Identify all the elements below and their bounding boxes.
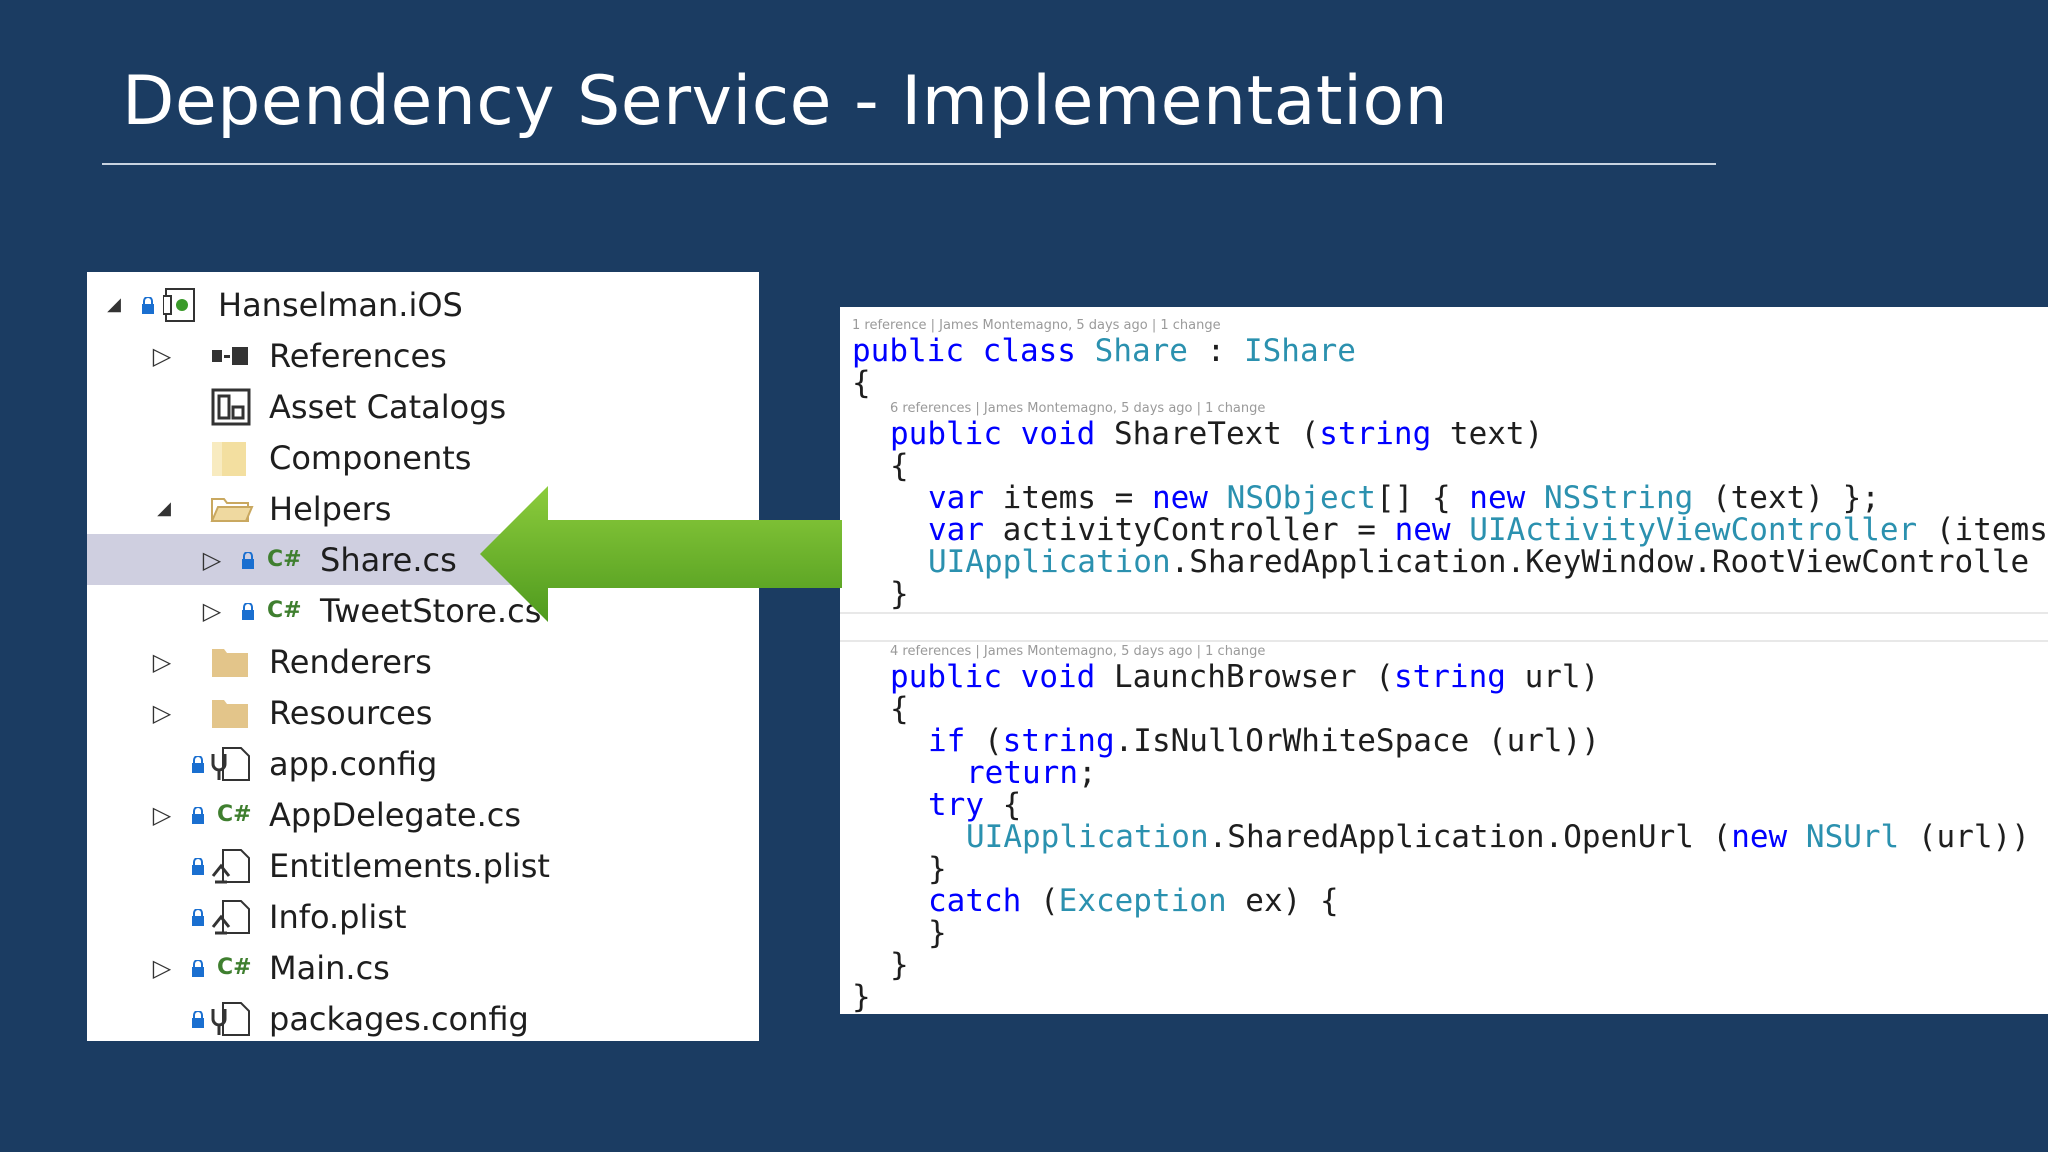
code-line: if (string.IsNullOrWhiteSpace (url)) [928, 723, 1600, 759]
tree-item-packages-config[interactable]: packages.config [87, 993, 759, 1041]
code-editor: 1 reference | James Montemagno, 5 days a… [840, 307, 2048, 1014]
folder-icon [210, 438, 250, 478]
collapse-arrow-icon[interactable]: ◢ [157, 497, 171, 519]
expand-arrow-icon[interactable]: ▷ [152, 698, 172, 727]
code-line: return; [966, 755, 1097, 791]
tree-item-components[interactable]: Components [87, 432, 759, 483]
csharp-file-icon: C# [267, 598, 302, 623]
title-divider [102, 163, 1716, 165]
expand-arrow-icon[interactable]: ▷ [152, 800, 172, 829]
code-line: catch (Exception ex) { [928, 883, 1339, 919]
code-line: UIApplication.SharedApplication.OpenUrl … [966, 819, 2030, 855]
lock-icon [141, 297, 155, 315]
pointer-arrow-icon [480, 486, 842, 622]
code-line: UIApplication.SharedApplication.KeyWindo… [928, 544, 2030, 580]
tree-item-label: Components [269, 438, 472, 477]
lock-icon [191, 858, 205, 876]
tree-item-resources[interactable]: ▷ Resources [87, 687, 759, 738]
tree-item-references[interactable]: ▷ References [87, 330, 759, 381]
plist-file-icon [209, 846, 253, 886]
code-line: var items = new NSObject[] { new NSStrin… [928, 480, 1880, 516]
tree-item-label: Info.plist [269, 897, 407, 936]
expand-arrow-icon[interactable]: ▷ [152, 341, 172, 370]
lock-icon [191, 909, 205, 927]
expand-arrow-icon[interactable]: ▷ [202, 545, 222, 574]
codelens-annotation[interactable]: 1 reference | James Montemagno, 5 days a… [852, 318, 1221, 333]
tree-item-appdelegate-cs[interactable]: ▷ C# AppDelegate.cs [87, 789, 759, 840]
tree-item-helpers[interactable]: ◢ Helpers [87, 483, 759, 534]
code-line: public class Share : IShare [852, 333, 1356, 369]
code-line: { [890, 691, 909, 727]
tree-item-label: packages.config [269, 999, 529, 1038]
tree-item-label: Main.cs [269, 948, 390, 987]
tree-item-info-plist[interactable]: Info.plist [87, 891, 759, 942]
code-line: { [890, 448, 909, 484]
tree-item-label: app.config [269, 744, 438, 783]
csharp-file-icon: C# [267, 547, 302, 572]
lock-icon [191, 1011, 205, 1029]
codelens-annotation[interactable]: 4 references | James Montemagno, 5 days … [890, 644, 1266, 659]
codelens-annotation[interactable]: 6 references | James Montemagno, 5 days … [890, 401, 1266, 416]
code-line: } [890, 576, 909, 612]
solution-explorer: ◢ Hanselman.iOS ▷ References Asset Catal… [87, 272, 759, 1041]
code-line: var activityController = new UIActivityV… [928, 512, 2048, 548]
references-icon [210, 336, 252, 376]
expand-arrow-icon[interactable]: ▷ [152, 953, 172, 982]
code-line: public void LaunchBrowser (string url) [890, 659, 1600, 695]
lock-icon [191, 756, 205, 774]
tree-item-label: Entitlements.plist [269, 846, 550, 885]
method-separator [840, 640, 2048, 642]
code-line: { [852, 365, 871, 401]
folder-icon [210, 693, 250, 733]
config-file-icon [209, 999, 253, 1039]
folder-open-icon [210, 489, 254, 529]
slide-title: Dependency Service - Implementation [122, 62, 1449, 141]
tree-item-label: Hanselman.iOS [218, 285, 463, 324]
folder-icon [210, 642, 250, 682]
tree-item-label: AppDelegate.cs [269, 795, 522, 834]
tree-item-app-config[interactable]: app.config [87, 738, 759, 789]
tree-item-renderers[interactable]: ▷ Renderers [87, 636, 759, 687]
tree-item-label: TweetStore.cs [320, 591, 542, 630]
asset-catalog-icon [210, 387, 252, 427]
code-line: try { [928, 787, 1022, 823]
tree-item-label: Helpers [269, 489, 392, 528]
plist-file-icon [209, 897, 253, 937]
tree-item-asset-catalogs[interactable]: Asset Catalogs [87, 381, 759, 432]
lock-icon [191, 807, 205, 825]
tree-item-label: Asset Catalogs [269, 387, 507, 426]
tree-item-label: Resources [269, 693, 433, 732]
lock-icon [191, 960, 205, 978]
tree-item-tweetstore-cs[interactable]: ▷ C# TweetStore.cs [87, 585, 759, 636]
tree-item-entitlements-plist[interactable]: Entitlements.plist [87, 840, 759, 891]
tree-item-main-cs[interactable]: ▷ C# Main.cs [87, 942, 759, 993]
code-line: } [890, 947, 909, 983]
expand-arrow-icon[interactable]: ▷ [202, 596, 222, 625]
lock-icon [241, 603, 255, 621]
expand-arrow-icon[interactable]: ▷ [152, 647, 172, 676]
config-file-icon [209, 744, 253, 784]
tree-item-label: Renderers [269, 642, 432, 681]
collapse-arrow-icon[interactable]: ◢ [107, 293, 121, 315]
code-line: public void ShareText (string text) [890, 416, 1544, 452]
csharp-file-icon: C# [217, 955, 252, 980]
tree-item-project[interactable]: ◢ Hanselman.iOS [87, 279, 759, 330]
lock-icon [241, 552, 255, 570]
csharp-file-icon: C# [217, 802, 252, 827]
tree-item-label: References [269, 336, 447, 375]
tree-item-label: Share.cs [320, 540, 457, 579]
code-line: } [928, 915, 947, 951]
code-line: } [928, 851, 947, 887]
code-line: } [852, 979, 871, 1014]
method-separator [840, 612, 2048, 614]
project-icon [163, 285, 197, 325]
